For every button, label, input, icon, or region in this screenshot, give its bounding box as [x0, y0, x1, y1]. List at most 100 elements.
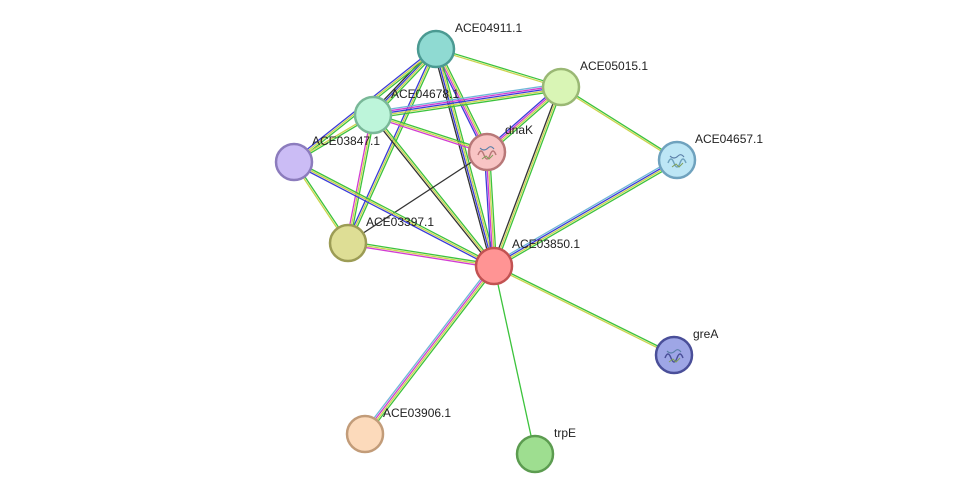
edge-evidence-green — [349, 115, 376, 244]
edge-evidence-black — [371, 115, 494, 268]
node-dnaK[interactable]: dnaK — [467, 123, 533, 172]
node-circle[interactable] — [474, 246, 514, 286]
edge-evidence-green — [493, 265, 536, 455]
edge-ACE05015.1-ACE04657.1[interactable] — [560, 85, 678, 162]
node-label: ACE04911.1 — [455, 21, 522, 35]
edge-evidence-green — [437, 48, 498, 266]
node-ACE03850.1[interactable]: ACE03850.1 — [474, 237, 580, 286]
node-circle[interactable] — [654, 335, 694, 375]
edge-evidence-green — [373, 113, 496, 266]
edge-evidence-lightblue — [362, 264, 493, 433]
edge-evidence-green — [373, 112, 488, 152]
node-label: ACE03850.1 — [512, 237, 580, 251]
node-circle[interactable] — [345, 414, 385, 454]
edge-evidence-green — [366, 267, 497, 436]
edge-evidence-green — [348, 49, 439, 244]
edge-evidence-yellow — [365, 266, 496, 435]
edge-evidence-blue — [493, 158, 677, 266]
edge-evidence-green — [561, 85, 678, 160]
edge-evidence-yellow — [560, 87, 677, 162]
edge-ACE03847.1-ACE03850.1[interactable] — [292, 159, 496, 269]
edge-evidence-yellow — [493, 266, 674, 357]
node-circle[interactable] — [328, 223, 368, 263]
node-circle[interactable] — [274, 142, 314, 182]
edge-evidence-magenta — [347, 244, 494, 269]
edge-evidence-magenta — [363, 265, 494, 434]
node-ACE05015.1[interactable]: ACE05015.1 — [541, 59, 648, 107]
edge-evidence-yellow — [347, 242, 495, 267]
edge-ACE05015.1-ACE04678.1[interactable] — [372, 82, 562, 120]
edge-evidence-green — [494, 87, 564, 267]
node-ACE03847.1[interactable]: ACE03847.1 — [274, 134, 380, 182]
edge-evidence-magenta — [345, 114, 372, 243]
node-ACE03397.1[interactable]: ACE03397.1 — [328, 215, 434, 263]
edge-evidence-black — [491, 86, 561, 266]
node-label: ACE03397.1 — [366, 215, 434, 229]
edge-evidence-magenta — [372, 115, 487, 155]
edge-evidence-green — [494, 264, 675, 355]
edge-ACE03850.1-greA[interactable] — [493, 264, 675, 357]
node-ACE04657.1[interactable]: ACE04657.1 — [657, 132, 763, 180]
node-label: ACE05015.1 — [580, 59, 648, 73]
node-label: trpE — [554, 426, 576, 440]
node-circle[interactable] — [353, 95, 393, 135]
protein-structure-icon — [477, 146, 497, 160]
edge-evidence-yellow — [436, 48, 496, 266]
edge-ACE04678.1-ACE03397.1[interactable] — [345, 114, 376, 244]
node-circle[interactable] — [657, 140, 697, 180]
edge-evidence-green — [348, 240, 495, 265]
edge-ACE03850.1-trpE[interactable] — [493, 265, 536, 455]
node-label: ACE03847.1 — [312, 134, 380, 148]
edge-ACE04678.1-ACE03850.1[interactable] — [371, 113, 496, 268]
node-greA[interactable]: greA — [654, 327, 718, 375]
edge-ACE04911.1-ACE05015.1[interactable] — [435, 47, 562, 89]
edge-ACE04911.1-ACE03397.1[interactable] — [345, 48, 439, 244]
edge-evidence-yellow — [347, 48, 437, 244]
edge-dnaK-ACE03397.1[interactable] — [347, 151, 488, 244]
edge-evidence-yellow — [372, 114, 488, 153]
node-label: ACE04657.1 — [695, 132, 763, 146]
edge-evidence-black — [347, 151, 488, 244]
node-circle[interactable] — [416, 29, 456, 69]
edge-evidence-green — [373, 89, 562, 120]
node-ACE03906.1[interactable]: ACE03906.1 — [345, 406, 451, 454]
edge-evidence-lightblue — [492, 157, 677, 265]
edge-evidence-yellow — [293, 161, 495, 267]
edge-evidence-blue — [434, 49, 494, 267]
protein-structure-icon — [664, 349, 684, 363]
edge-evidence-black — [432, 49, 493, 267]
node-circle[interactable] — [541, 67, 581, 107]
edge-evidence-blue — [292, 162, 494, 269]
edge-ACE04678.1-dnaK[interactable] — [372, 112, 488, 155]
edge-ACE04911.1-ACE03850.1[interactable] — [432, 48, 498, 267]
edge-evidence-blue — [372, 86, 562, 116]
edge-evidence-yellow — [493, 86, 562, 267]
node-circle[interactable] — [515, 434, 555, 474]
edge-ACE05015.1-ACE03850.1[interactable] — [491, 86, 564, 267]
node-ACE04911.1[interactable]: ACE04911.1 — [416, 21, 522, 69]
edge-evidence-yellow — [347, 114, 374, 244]
node-label: greA — [693, 327, 718, 341]
node-trpE[interactable]: trpE — [515, 426, 576, 474]
edge-evidence-lightblue — [372, 82, 561, 113]
edge-evidence-yellow — [372, 114, 495, 267]
node-label: ACE03906.1 — [383, 406, 451, 420]
edge-evidence-magenta — [372, 84, 561, 114]
edge-evidence-yellow — [373, 88, 562, 118]
edge-ACE03850.1-ACE03906.1[interactable] — [362, 264, 497, 436]
edge-evidence-yellow — [494, 160, 678, 268]
edge-ACE04657.1-ACE03850.1[interactable] — [492, 157, 679, 269]
edge-evidence-green — [436, 47, 562, 87]
edge-evidence-green — [494, 161, 679, 269]
edge-evidence-yellow — [435, 49, 561, 89]
node-ACE04678.1[interactable]: ACE04678.1 — [353, 87, 459, 135]
edge-evidence-blue — [345, 48, 436, 243]
edge-evidence-green — [294, 159, 496, 266]
node-circle[interactable] — [467, 132, 507, 172]
node-label: dnaK — [505, 123, 533, 137]
node-label: ACE04678.1 — [391, 87, 459, 101]
edge-ACE03397.1-ACE03850.1[interactable] — [347, 240, 495, 269]
protein-structure-icon — [667, 154, 687, 168]
